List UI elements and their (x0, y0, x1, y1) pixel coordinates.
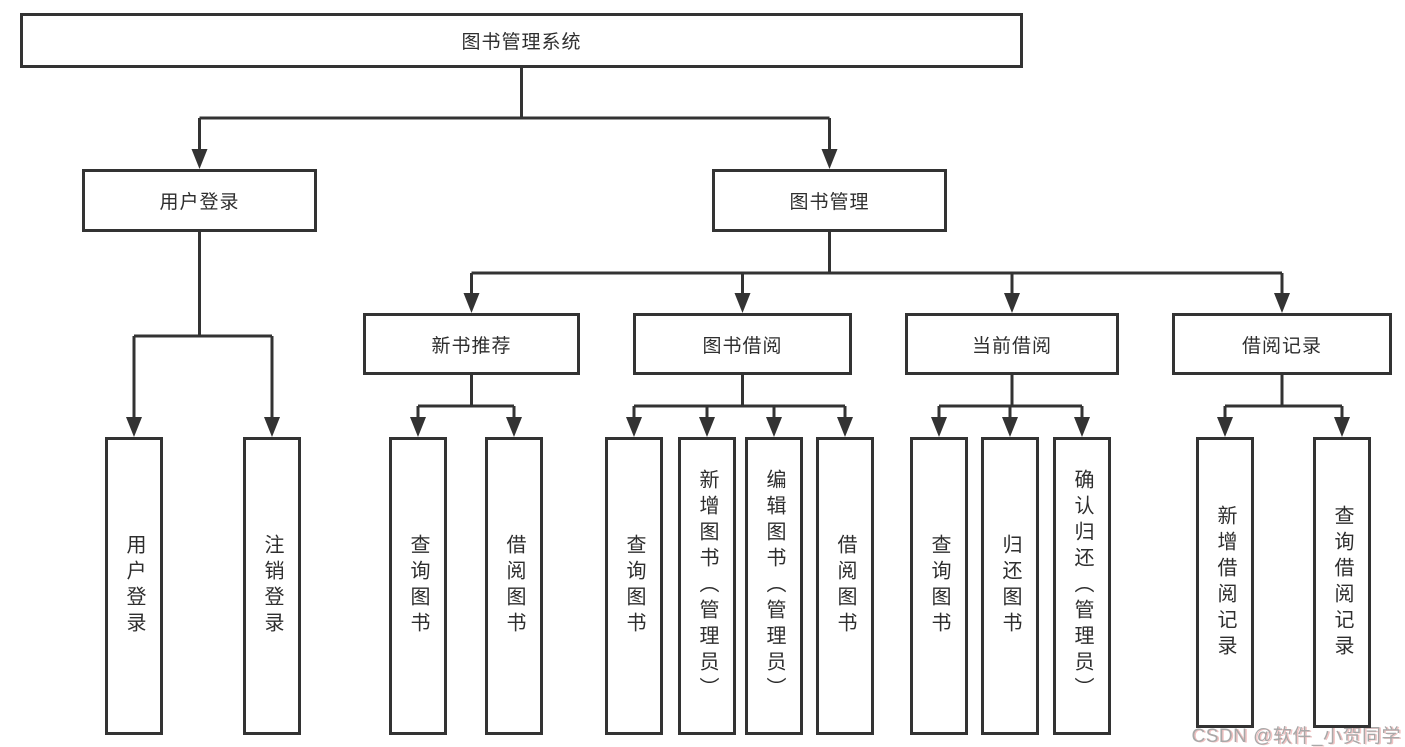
node-user-login: 用户登录 (82, 169, 317, 232)
leaf-edit-books-admin-label: 编辑图书（管理员） (763, 469, 785, 703)
arrowhead-icon (506, 417, 522, 437)
leaf-return-books: 归还图书 (981, 437, 1039, 735)
leaf-borrow-books-recommend-label: 借阅图书 (503, 534, 525, 638)
leaf-query-books-current: 查询图书 (910, 437, 968, 735)
node-new-book-recommend-label: 新书推荐 (431, 335, 512, 357)
leaf-query-books-borrowing: 查询图书 (605, 437, 663, 735)
node-user-login-label: 用户登录 (159, 192, 240, 213)
arrowhead-icon (1074, 417, 1090, 437)
leaf-borrow-books-recommend: 借阅图书 (485, 437, 543, 735)
node-root-system: 图书管理系统 (20, 13, 1023, 68)
arrowhead-icon (1002, 417, 1018, 437)
arrowhead-icon (931, 417, 947, 437)
leaf-edit-books-admin: 编辑图书（管理员） (745, 437, 803, 735)
arrowhead-icon (410, 417, 426, 437)
connector-rec-to-leaves (416, 375, 516, 419)
leaf-query-books-borrowing-label: 查询图书 (623, 534, 645, 638)
node-borrow-records: 借阅记录 (1172, 313, 1392, 375)
arrowhead-icon (626, 417, 642, 437)
leaf-add-borrow-record: 新增借阅记录 (1196, 437, 1254, 728)
leaf-confirm-return-admin: 确认归还（管理员） (1053, 437, 1111, 735)
leaf-user-login-label: 用户登录 (123, 534, 145, 638)
node-book-management-label: 图书管理 (789, 192, 870, 213)
arrowhead-icon (1334, 417, 1350, 437)
node-current-borrowing-label: 当前借阅 (971, 335, 1052, 357)
leaf-return-books-label: 归还图书 (999, 534, 1021, 638)
leaf-add-books-admin: 新增图书（管理员） (678, 437, 736, 735)
connector-login-to-leaves (132, 232, 274, 419)
node-new-book-recommend: 新书推荐 (363, 313, 580, 375)
leaf-add-books-admin-label: 新增图书（管理员） (696, 469, 718, 703)
connector-hist-to-leaves (1223, 375, 1344, 419)
node-root-label: 图书管理系统 (461, 32, 582, 53)
arrowhead-icon (126, 417, 142, 437)
leaf-borrow-books-borrowing: 借阅图书 (816, 437, 874, 735)
node-current-borrowing: 当前借阅 (905, 313, 1119, 375)
leaf-query-borrow-record-label: 查询借阅记录 (1331, 504, 1353, 661)
arrowhead-icon (463, 293, 480, 313)
leaf-logout: 注销登录 (243, 437, 301, 735)
leaf-query-books-recommend: 查询图书 (389, 437, 447, 735)
arrowhead-icon (264, 417, 280, 437)
leaf-borrow-books-borrowing-label: 借阅图书 (834, 534, 856, 638)
leaf-query-books-current-label: 查询图书 (928, 534, 950, 638)
leaf-query-borrow-record: 查询借阅记录 (1313, 437, 1371, 728)
arrowhead-icon (766, 417, 782, 437)
arrowhead-icon (191, 149, 208, 169)
node-borrow-records-label: 借阅记录 (1241, 335, 1322, 357)
leaf-confirm-return-admin-label: 确认归还（管理员） (1071, 469, 1093, 703)
arrowhead-icon (1004, 293, 1020, 313)
leaf-query-books-recommend-label: 查询图书 (407, 534, 429, 638)
leaf-add-borrow-record-label: 新增借阅记录 (1214, 504, 1236, 661)
connector-mgmt-to-level3 (470, 232, 1284, 295)
node-book-borrowing-label: 图书借阅 (702, 335, 783, 357)
leaf-logout-label: 注销登录 (261, 534, 283, 638)
connector-cur-to-leaves (937, 375, 1084, 419)
arrowhead-icon (837, 417, 853, 437)
connector-root-to-level2 (198, 68, 831, 151)
arrowhead-icon (734, 293, 751, 313)
node-book-borrowing: 图书借阅 (633, 313, 852, 375)
connector-bor-to-leaves (632, 375, 847, 419)
leaf-user-login: 用户登录 (105, 437, 163, 735)
arrowhead-icon (821, 149, 838, 169)
node-book-management: 图书管理 (712, 169, 947, 232)
arrowhead-icon (1274, 293, 1290, 313)
arrowhead-icon (1217, 417, 1233, 437)
csdn-watermark: CSDN @软件_小贺同学 (1191, 726, 1401, 747)
arrowhead-icon (699, 417, 715, 437)
